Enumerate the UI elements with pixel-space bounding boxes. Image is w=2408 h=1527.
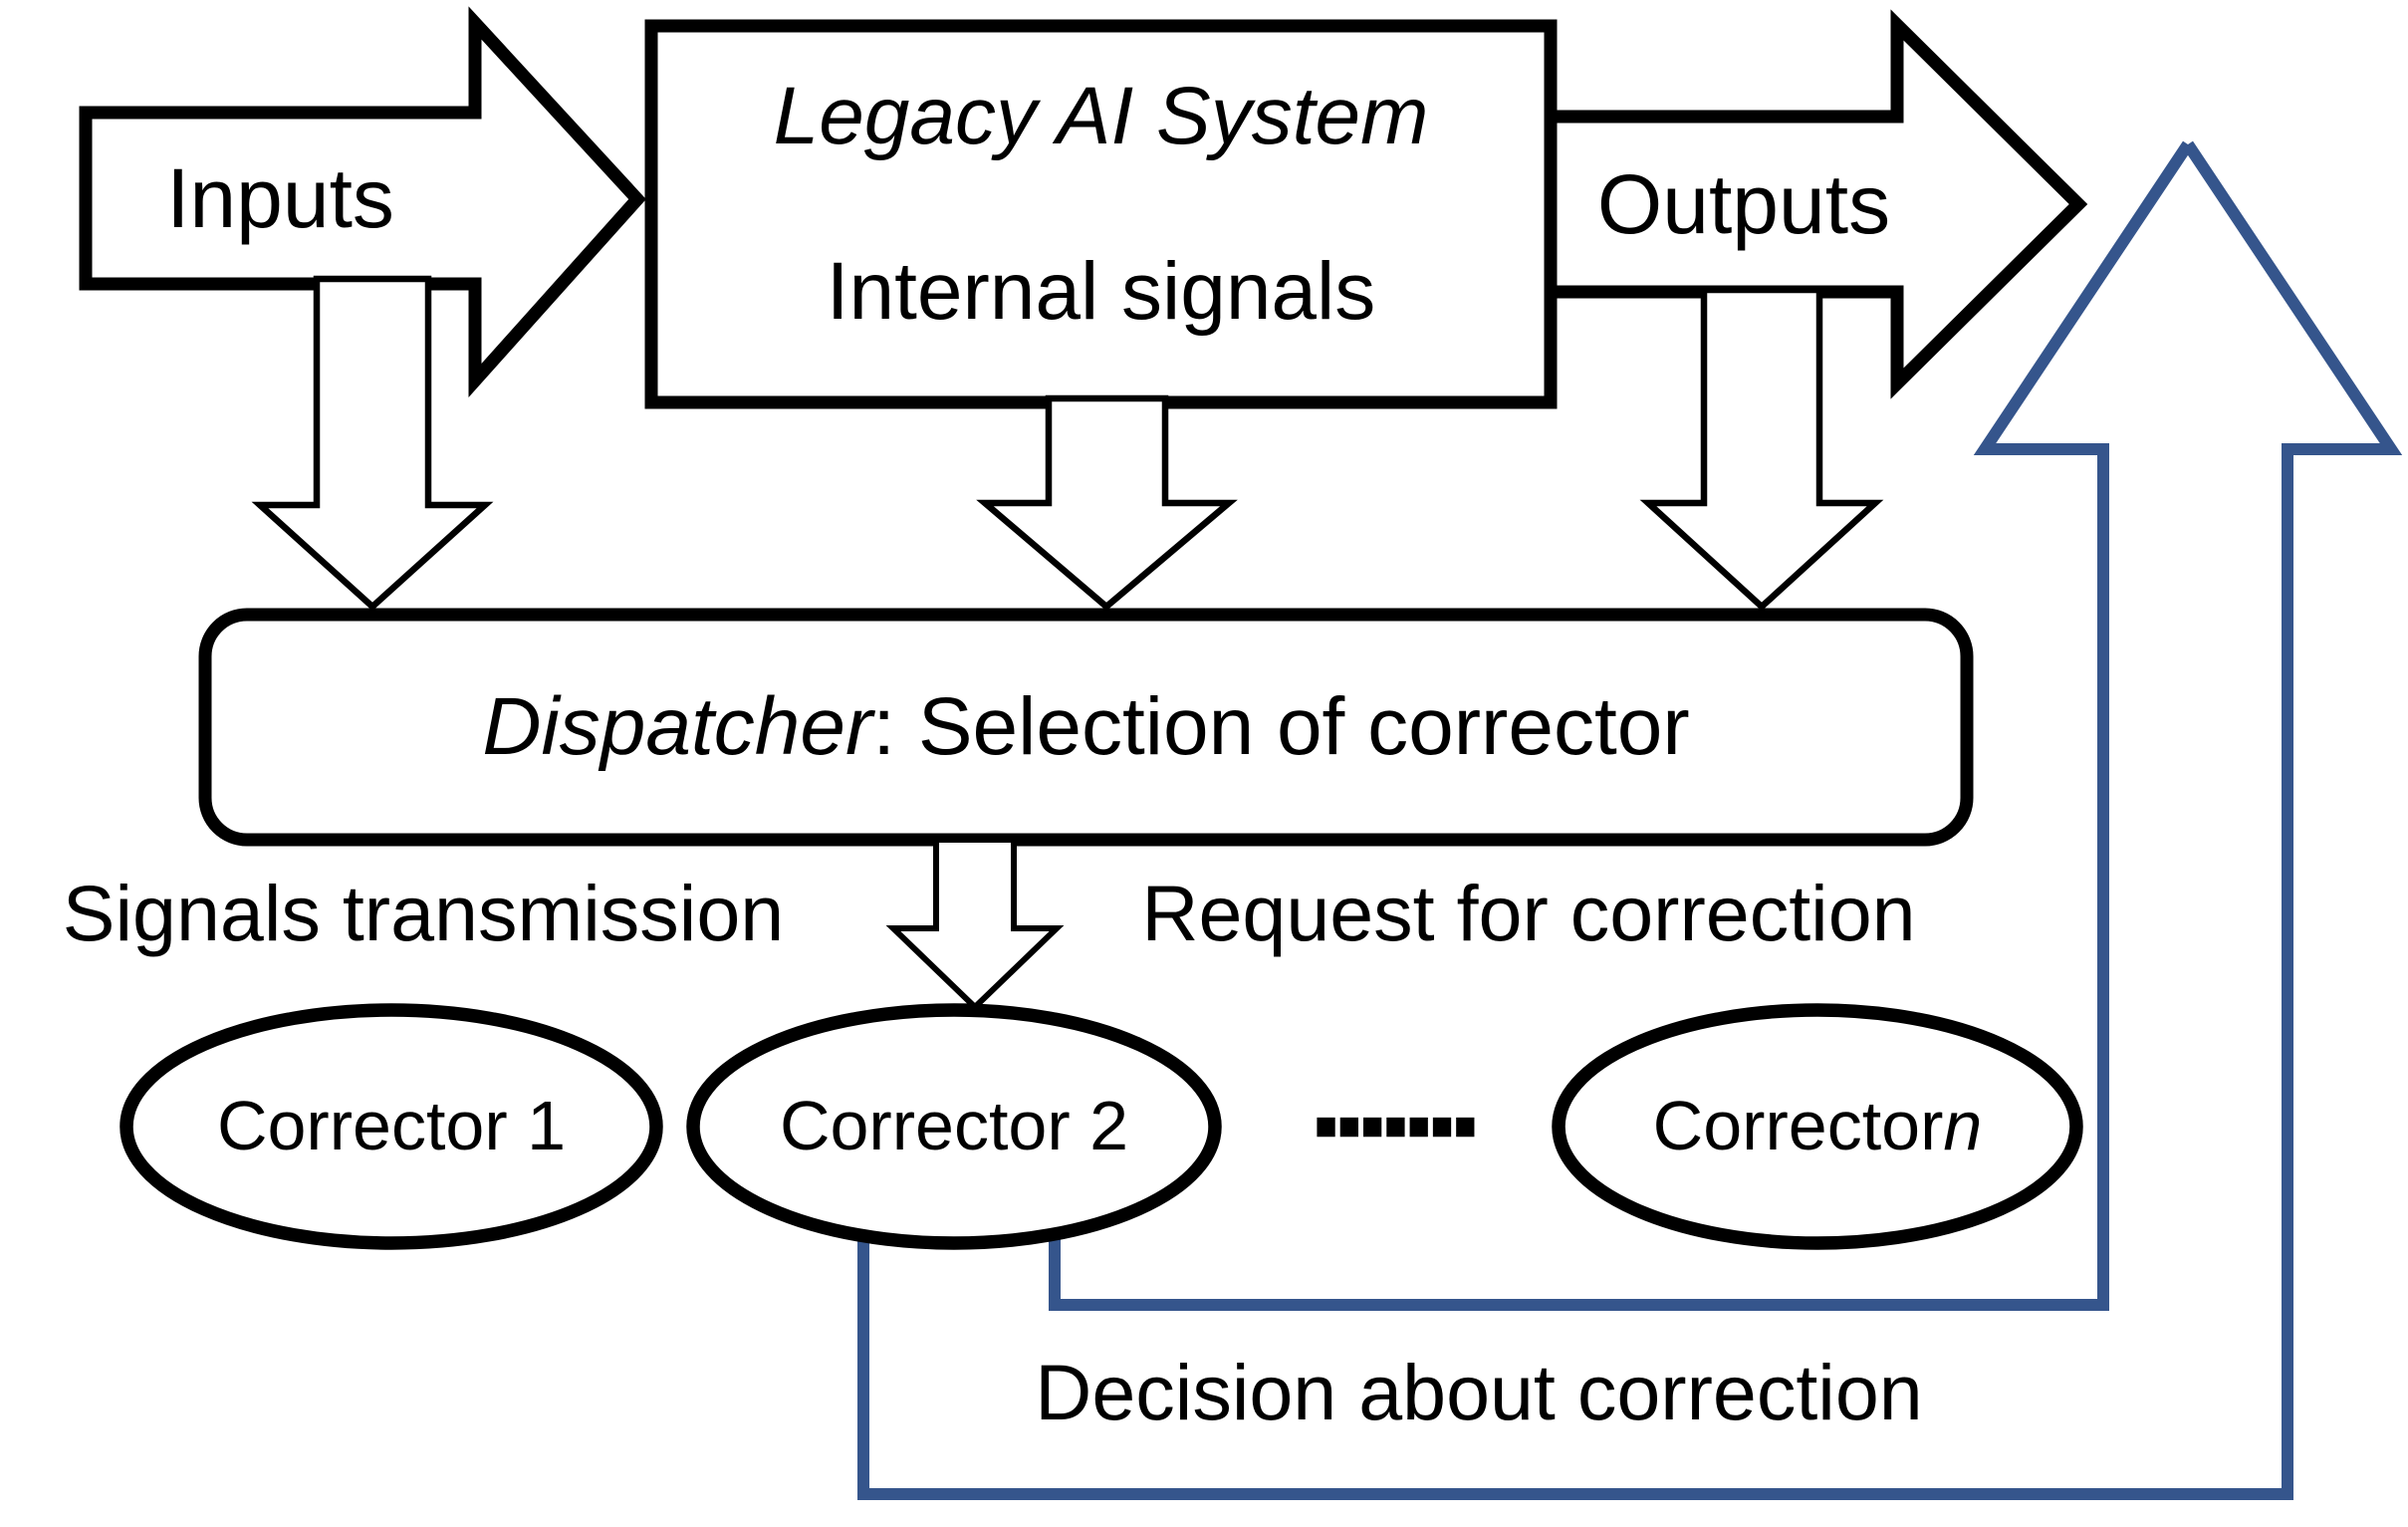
corrector-n-label-italic: n	[1943, 1087, 1983, 1165]
down-arrow-from-dispatcher	[885, 837, 1065, 1012]
legacy-box-subtitle: Internal signals	[826, 245, 1376, 337]
down-arrow-from-legacy-box	[976, 394, 1238, 612]
outputs-arrow-label: Outputs	[1596, 156, 1891, 251]
dispatcher-label: Dispatcher: Selection of corrector	[205, 615, 1967, 840]
corrector-2-label: Corrector 2	[779, 1087, 1129, 1165]
corrector-n-label: Corrector n	[1559, 1010, 2076, 1243]
corrector-1-label: Corrector 1	[216, 1087, 567, 1165]
legacy-box-title: Legacy AI System	[773, 70, 1429, 161]
feedback-line-lower-decision	[857, 140, 2403, 1500]
dispatcher-box	[198, 608, 1974, 847]
inputs-arrow-label: Inputs	[166, 150, 394, 245]
corrector-1-ellipse	[120, 1003, 663, 1250]
ellipsis-dots: ·······	[1308, 1052, 1490, 1198]
legacy-ai-system-box	[644, 19, 1558, 409]
corrector-n-label-prefix: Corrector	[1652, 1087, 1944, 1165]
request-for-correction-label: Request for correction	[1141, 868, 1916, 957]
corrector-n-ellipse	[1552, 1003, 2083, 1250]
inputs-block-arrow-shape	[79, 6, 646, 398]
feedback-line-upper	[1049, 140, 2193, 1311]
down-arrow-from-outputs	[1639, 286, 1884, 612]
decision-about-correction-label: Decision about correction	[1035, 1347, 1923, 1436]
dispatcher-label-rest-part: : Selection of corrector	[872, 680, 1690, 772]
signals-transmission-label: Signals transmission	[62, 868, 785, 957]
down-arrow-from-inputs	[251, 275, 494, 612]
corrector-2-ellipse	[686, 1003, 1222, 1250]
dispatcher-label-italic-part: Dispatcher	[482, 680, 873, 772]
outputs-block-arrow-shape	[1538, 9, 2088, 399]
